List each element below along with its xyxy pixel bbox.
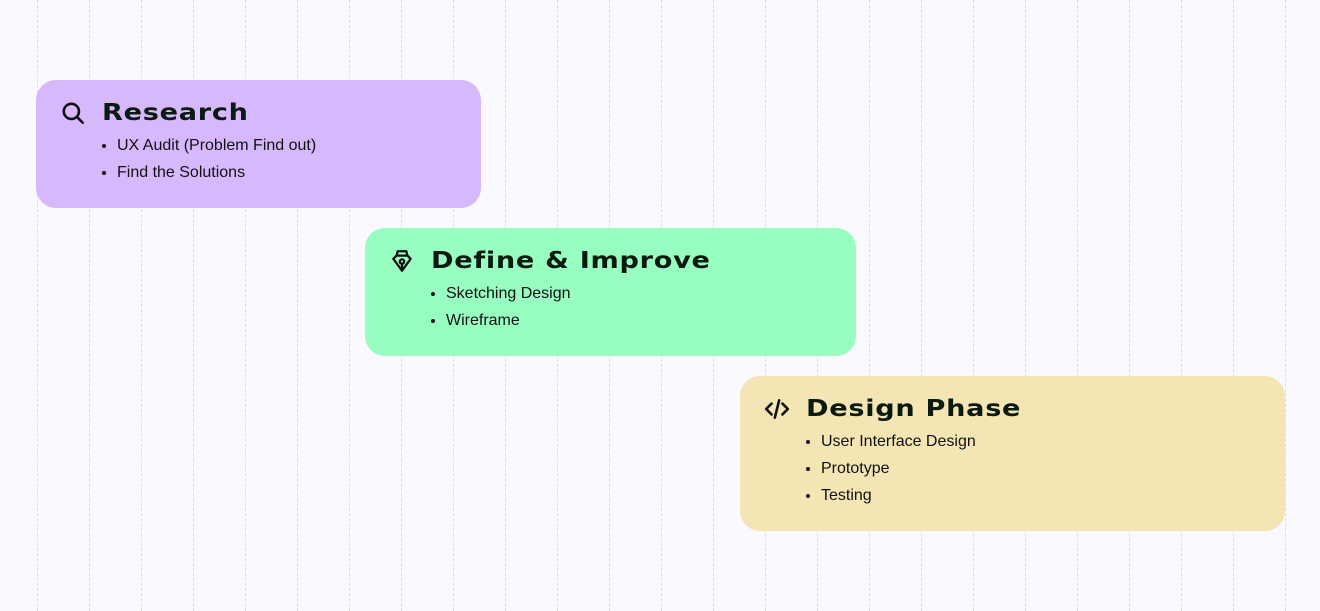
list-item: UX Audit (Problem Find out) [102,132,457,159]
search-icon [60,100,86,126]
research-list: UX Audit (Problem Find out) Find the Sol… [60,132,457,186]
define-improve-header: Define & Improve [389,246,832,276]
design-phase-title: Design Phase [806,396,1022,422]
define-improve-card: Define & Improve Sketching Design Wirefr… [365,228,856,356]
research-title: Research [102,100,249,126]
research-card: Research UX Audit (Problem Find out) Fin… [36,80,481,208]
list-item: Find the Solutions [102,159,457,186]
list-item: Testing [806,482,1261,509]
list-item: Sketching Design [431,280,832,307]
define-improve-list: Sketching Design Wireframe [389,280,832,334]
grid-line [1285,0,1286,611]
design-phase-card: Design Phase User Interface Design Proto… [740,376,1285,531]
list-item: Wireframe [431,307,832,334]
list-item: User Interface Design [806,428,1261,455]
define-improve-title: Define & Improve [431,248,711,274]
research-header: Research [60,98,457,128]
design-phase-header: Design Phase [764,394,1261,424]
design-phase-list: User Interface Design Prototype Testing [764,428,1261,509]
pen-tool-icon [389,248,415,274]
code-icon [764,396,790,422]
list-item: Prototype [806,455,1261,482]
